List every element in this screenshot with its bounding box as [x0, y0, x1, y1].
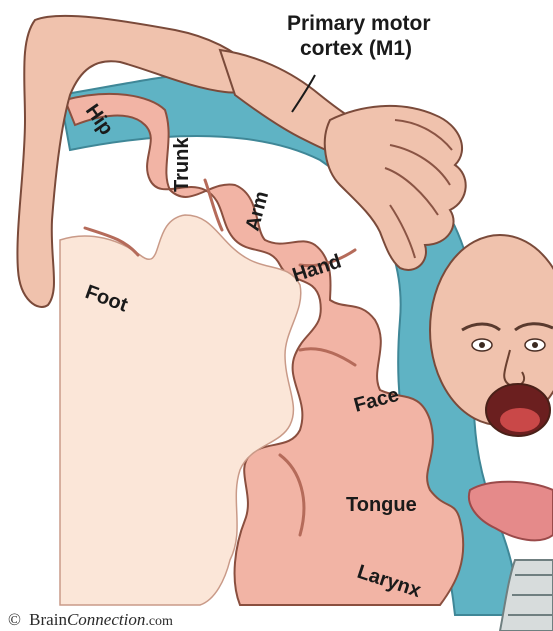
label-trunk: Trunk	[171, 137, 193, 192]
title-line-2: cortex (M1)	[300, 37, 412, 60]
label-tongue: Tongue	[346, 494, 417, 516]
title-line-1: Primary motor	[287, 12, 431, 35]
credit-line: © BrainConnection.com	[8, 610, 173, 629]
